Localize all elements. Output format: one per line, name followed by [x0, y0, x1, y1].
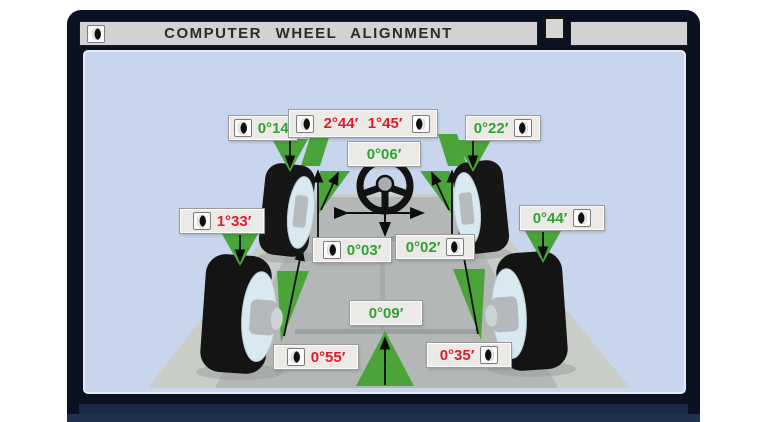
tire-icon [446, 238, 465, 256]
measurement-value: 1°45′ [367, 115, 403, 132]
measurement-front-total-toe: 0°06′ [347, 141, 421, 167]
measurement-rear-right-camber: 0°44′ [519, 205, 605, 231]
measurement-rear-left-camber: 1°33′ [179, 208, 265, 234]
measurement-value: 0°09′ [368, 304, 404, 322]
measurement-rear-right-toe: 0°35′ [426, 342, 512, 368]
measurement-value: 0°03′ [346, 241, 382, 259]
tire-icon [322, 241, 341, 259]
measurement-thrust-angle: 0°09′ [349, 300, 423, 326]
tire-icon [87, 25, 105, 43]
measurement-value: 1°33′ [216, 212, 252, 230]
tire-icon [286, 348, 305, 366]
tire-icon [514, 119, 533, 137]
tire-icon [296, 114, 314, 133]
measurement-front-caster: 2°44′ 1°45′ [288, 109, 438, 138]
measurement-value: 0°55′ [310, 348, 346, 366]
bezel-bottom-edge [67, 414, 700, 422]
measurement-value: 0°22′ [473, 119, 509, 137]
measurement-value: 0°35′ [439, 346, 475, 364]
measurement-rear-left-toe: 0°55′ [273, 344, 359, 370]
measurement-front-right-half-toe: 0°02′ [395, 234, 475, 260]
measurement-value: 0°14′ [257, 119, 293, 137]
titlebar: COMPUTER WHEEL ALIGNMENT [79, 21, 538, 46]
tire-icon [233, 119, 252, 137]
measurement-value: 0°02′ [405, 238, 441, 256]
window-title: COMPUTER WHEEL ALIGNMENT [164, 25, 453, 42]
measurement-value: 0°06′ [366, 145, 402, 163]
titlebar-right-segment [570, 21, 688, 46]
tire-icon [411, 114, 430, 133]
tire-icon [480, 346, 499, 364]
measurement-value: 0°44′ [532, 209, 568, 227]
titlebar-square-button[interactable] [543, 16, 566, 41]
tire-icon [573, 209, 592, 227]
measurement-front-left-half-toe: 0°03′ [312, 237, 392, 263]
measurement-value: 2°44′ [323, 115, 359, 132]
measurement-front-left-toe: 0°14′ [228, 115, 298, 141]
measurement-front-right-toe: 0°22′ [465, 115, 541, 141]
tire-icon [192, 212, 211, 230]
